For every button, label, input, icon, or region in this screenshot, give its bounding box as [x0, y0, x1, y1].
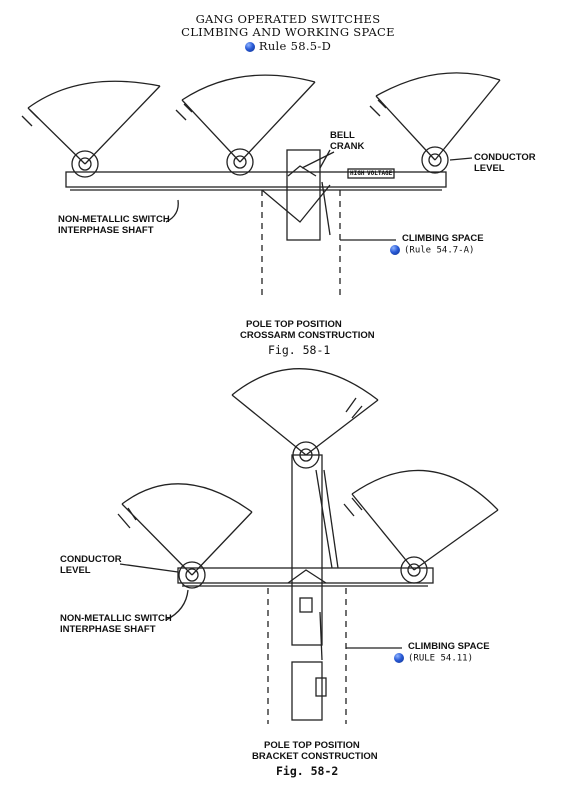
fig1-rule-bullet-icon: [390, 245, 400, 255]
fig2-switch-top: [231, 368, 379, 469]
fig1-drawing: [21, 72, 501, 298]
fig2-caption-line1: POLE TOP POSITION: [264, 740, 360, 751]
fig2-caption-line2: BRACKET CONSTRUCTION: [252, 751, 378, 762]
fig2-crossarm: [177, 567, 434, 584]
fig2-climbing-space-label: CLIMBING SPACE: [408, 641, 490, 652]
fig1-climbing-space-label: CLIMBING SPACE: [402, 233, 484, 244]
fig1-climbing-rule: (Rule 54.7-A): [390, 245, 474, 257]
fig1-sign-voltage: VOLTAGE: [367, 170, 393, 177]
fig2-label: Fig. 58-2: [276, 764, 339, 778]
fig1-pole: [286, 149, 321, 241]
rule-text: Rule 58.5-D: [258, 39, 332, 53]
title-line2: CLIMBING AND WORKING SPACE: [181, 25, 395, 39]
fig2-pole-upper: [291, 454, 323, 646]
rule-reference: Rule 58.5-D: [138, 39, 438, 53]
fig2-climbing-rule: (RULE 54.11): [394, 653, 473, 665]
fig1-label: Fig. 58-1: [268, 343, 331, 357]
fig1-switch-middle: [175, 74, 316, 176]
fig2-pole-lower: [291, 661, 323, 721]
fig1-switch-right: [369, 72, 501, 174]
fig2-switch-right: [343, 469, 499, 584]
fig1-switch-left: [21, 80, 161, 178]
fig2-switch-left: [117, 483, 253, 589]
title-line1: GANG OPERATED SWITCHES: [195, 12, 381, 26]
fig1-caption-line2: CROSSARM CONSTRUCTION: [240, 330, 375, 341]
fig2-bracket-rod: [315, 469, 333, 569]
fig1-bell-crank: [287, 165, 317, 177]
fig1-crossarm: [65, 171, 447, 188]
rule-bullet-icon: [244, 42, 255, 52]
fig1-sign-high: HIGH: [350, 170, 365, 177]
fig2-drawing: [117, 368, 499, 724]
fig1-caption-line1: POLE TOP POSITION: [246, 319, 342, 330]
fig2-rule-bullet-icon: [394, 653, 404, 663]
